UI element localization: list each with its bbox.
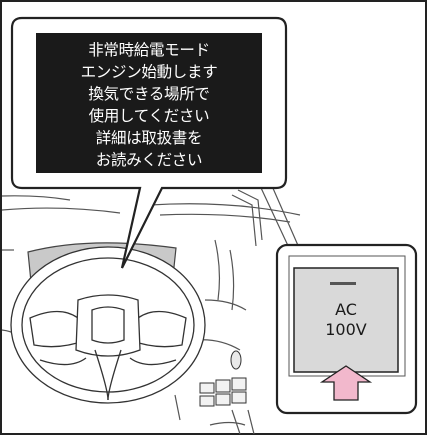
switch-cluster (199, 377, 247, 407)
display-screen (36, 33, 262, 173)
press-arrow-icon (319, 365, 373, 401)
switch-label-100v: 100V (325, 320, 367, 339)
message-line: 非常時給電モード (88, 41, 210, 59)
message-line: 詳細は取扱書を (95, 129, 203, 147)
message-line: お読みください (95, 151, 203, 169)
message-line: 使用してください (88, 107, 210, 125)
selector-knob (230, 350, 242, 370)
message-line: エンジン始動します (80, 63, 218, 81)
switch-indicator (330, 282, 356, 285)
switch-label-ac: AC (335, 300, 357, 319)
steering-wheel (10, 246, 206, 404)
message-line: 換気できる場所で (88, 85, 210, 103)
